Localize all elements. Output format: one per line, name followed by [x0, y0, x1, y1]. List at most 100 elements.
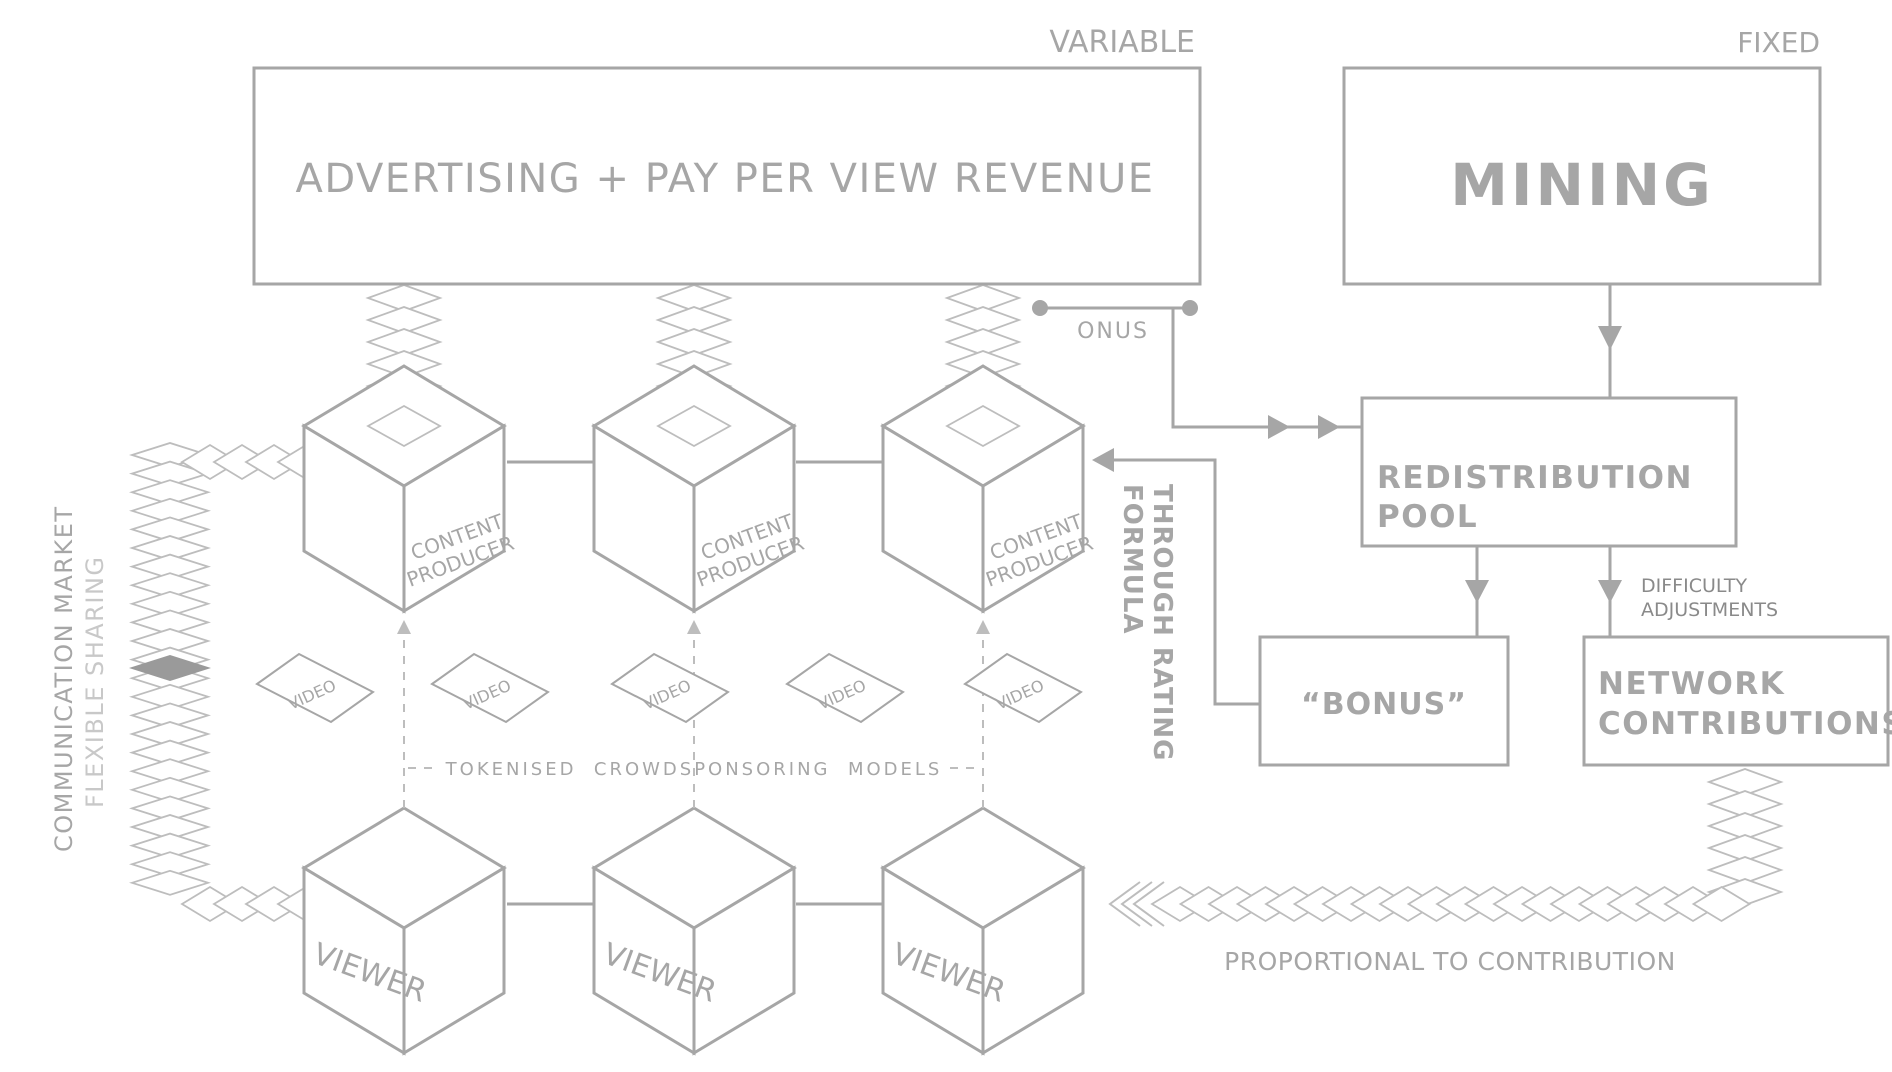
chain-link — [1706, 790, 1784, 818]
viewer-cube-right-face — [981, 865, 1085, 1056]
network-label-line2: CONTRIBUTIONS — [1598, 706, 1892, 742]
chain-link — [129, 869, 211, 896]
chain-link — [129, 590, 211, 617]
video-tile-shape — [430, 652, 550, 724]
video-tile-shape — [785, 652, 905, 724]
video-tile: VIDEO — [785, 652, 905, 724]
revenue-box — [252, 66, 1202, 286]
viewer-cube: VIEWER — [301, 806, 507, 1056]
redistribution-pool-box — [1360, 396, 1738, 548]
cube-connectors — [507, 460, 886, 906]
chain-link — [1706, 834, 1784, 862]
pool-label-line1: REDISTRIBUTION — [1377, 460, 1693, 496]
market-line1: COMMUNICATION MARKET — [50, 505, 78, 852]
market-line2: FLEXIBLE SHARING — [81, 556, 109, 809]
bonus-arrow — [1465, 580, 1489, 603]
chain-link — [129, 795, 211, 822]
video-tile: VIDEO — [610, 652, 730, 724]
chain-link — [365, 328, 443, 356]
mining-arrow — [1598, 326, 1622, 350]
chain-link — [129, 479, 211, 506]
onus-to-pool-line — [1171, 308, 1362, 429]
bonus-box — [1258, 635, 1510, 767]
tokenised-label: TOKENISED CROWDSPONSORING MODELS — [445, 759, 943, 780]
proportional-label: PROPORTIONAL TO CONTRIBUTION — [1224, 947, 1676, 976]
video-tile-shape — [963, 652, 1083, 724]
chain-link — [655, 284, 733, 312]
chain-link — [655, 328, 733, 356]
chain-link — [1706, 856, 1784, 884]
chain-link — [365, 284, 443, 312]
chain-link — [129, 851, 211, 878]
viewer-cube-right-face — [402, 865, 506, 1056]
chain-link — [1706, 768, 1784, 796]
rating-arrow — [1092, 448, 1114, 472]
chain-link-highlight — [129, 655, 211, 681]
viewer-cube: VIEWER — [591, 806, 797, 1056]
chain-link — [365, 306, 443, 334]
chain-link — [129, 814, 211, 840]
chain-link — [944, 284, 1022, 312]
chain-link — [129, 609, 211, 636]
chain-link — [1691, 885, 1752, 923]
content-producer-cube-right-face — [692, 423, 796, 614]
fixed-tag: FIXED — [1737, 26, 1820, 59]
chain-link — [129, 776, 211, 803]
double-chevron-icon — [1108, 881, 1165, 927]
crowdsponsoring-arrows — [397, 620, 990, 808]
network-label-line1: NETWORK — [1598, 666, 1785, 702]
variable-tag: VARIABLE — [1049, 25, 1195, 60]
chain-link — [129, 702, 211, 729]
video-tile: VIDEO — [963, 652, 1083, 724]
bonus-to-producer-line — [1100, 458, 1260, 706]
viewer-cube-right-face — [692, 865, 796, 1056]
onus-arrow-1 — [1268, 415, 1290, 439]
network-arrow — [1598, 580, 1622, 603]
dashed-arrowhead-2 — [687, 620, 701, 634]
chain-link — [129, 535, 211, 561]
dashed-arrowhead-3 — [976, 620, 990, 634]
rating-line1: THROUGH RATING — [1147, 484, 1177, 762]
chain-link — [129, 497, 211, 524]
video-tile-shape — [610, 652, 730, 724]
mining-title: MINING — [1450, 151, 1714, 219]
chain-link — [129, 758, 211, 785]
chain-link — [944, 306, 1022, 334]
chain-link — [129, 628, 211, 654]
viewer-cube: VIEWER — [880, 806, 1086, 1056]
video-tile-shape — [255, 652, 375, 724]
chain-link — [129, 683, 211, 710]
difficulty-line1: DIFFICULTY — [1641, 575, 1747, 597]
rating-line2: FORMULA — [1117, 484, 1147, 635]
content-producer-cube-right-face — [402, 423, 506, 614]
network-contributions-box — [1582, 635, 1890, 767]
chain-link — [656, 404, 732, 448]
chain-link — [655, 306, 733, 334]
mining-box — [1342, 66, 1822, 286]
chain-link — [944, 328, 1022, 356]
chain-link — [129, 572, 211, 599]
chain-link — [129, 553, 211, 580]
content-producer-cube-right-face — [981, 423, 1085, 614]
chain-link — [129, 516, 211, 543]
chain-link — [366, 404, 442, 448]
bonus-label: “BONUS” — [1301, 687, 1467, 722]
revenue-title: ADVERTISING + PAY PER VIEW REVENUE — [295, 156, 1154, 202]
chain-links — [129, 284, 1784, 923]
difficulty-line2: ADJUSTMENTS — [1641, 599, 1778, 621]
chain-link — [945, 404, 1021, 448]
chain-link — [129, 832, 211, 859]
video-tile: VIDEO — [430, 652, 550, 724]
chain-link — [129, 739, 211, 766]
video-group: VIDEO VIDEO VIDEO VIDEO VIDEO — [255, 652, 1083, 724]
onus-label: ONUS — [1077, 319, 1149, 344]
dashed-arrowhead-1 — [397, 620, 411, 634]
chain-link — [129, 721, 211, 747]
video-tile: VIDEO — [255, 652, 375, 724]
pool-label-line2: POOL — [1377, 499, 1478, 535]
